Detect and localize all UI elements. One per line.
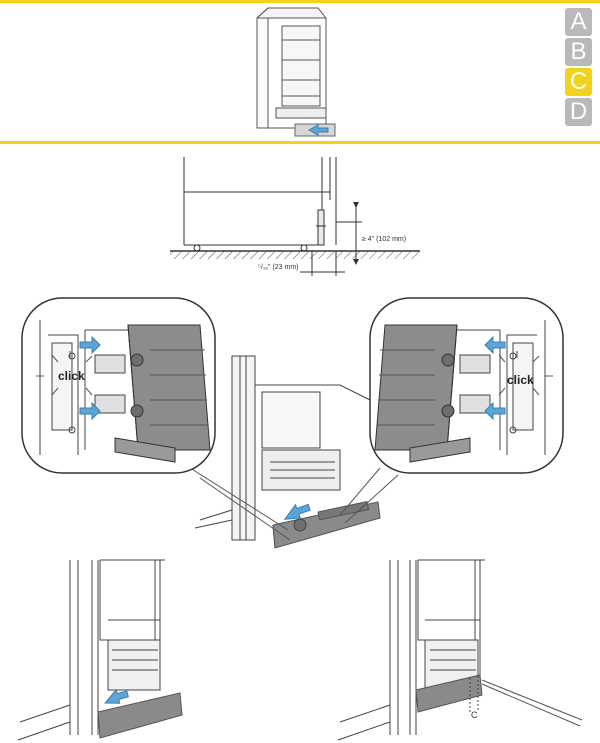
step-tabs: A B C D	[565, 8, 597, 128]
step-tab-c[interactable]: C	[565, 68, 592, 96]
side-section-diagram	[170, 157, 420, 276]
right-click-label: click	[507, 373, 534, 387]
left-click-burst-icon	[36, 351, 93, 396]
right-click-burst-icon	[498, 351, 553, 396]
top-yellow-rule	[0, 0, 600, 3]
overview-arrow-icon	[307, 124, 329, 136]
overview-fridge-illustration	[256, 7, 336, 137]
height-dimension-label: ≥ 4" (102 mm)	[362, 236, 406, 243]
bottom-right-install-step	[337, 559, 583, 741]
center-fridge-perspective	[194, 355, 381, 549]
depth-dimension-label: ⁵/₁₆" (23 mm)	[258, 264, 299, 271]
step-tab-a[interactable]: A	[565, 8, 592, 36]
bottom-left-install-step	[17, 559, 183, 741]
zoom-leader-lines	[186, 465, 399, 541]
right-zoom-detail: click	[369, 297, 564, 474]
left-lower-arrow-icon	[79, 401, 101, 421]
left-upper-arrow-icon	[79, 335, 101, 355]
left-click-label: click	[58, 369, 85, 383]
c-marker-label: C	[471, 710, 478, 720]
right-lower-arrow-icon	[484, 401, 506, 421]
step-tab-b[interactable]: B	[565, 38, 592, 66]
right-upper-arrow-icon	[484, 335, 506, 355]
section-yellow-rule	[0, 141, 600, 144]
bottom-left-arrow-icon	[104, 688, 129, 704]
step-tab-d[interactable]: D	[565, 98, 592, 126]
center-arrow-icon	[283, 503, 311, 520]
left-zoom-detail: click	[21, 297, 216, 474]
